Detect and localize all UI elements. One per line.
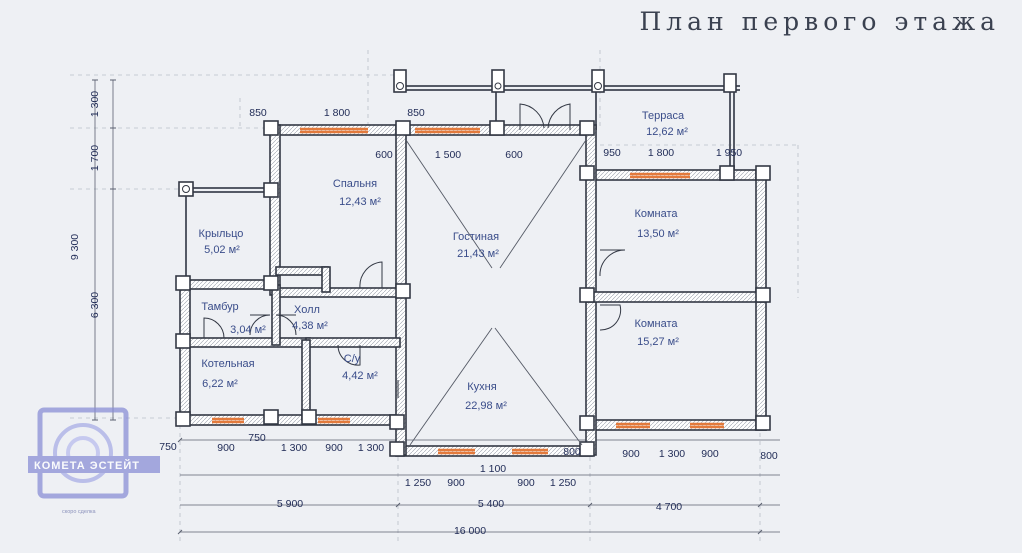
dimension-label: 1 800 — [648, 147, 674, 159]
dimension-label: 900 — [325, 442, 343, 454]
room-area: 12,62 м² — [646, 126, 688, 138]
dimension-label: 1 300 — [358, 442, 384, 454]
room-name: С/у — [344, 353, 361, 365]
bottom-dimensions-row1: 750 900 750 1 300 900 1 300 800 900 1 30… — [159, 432, 778, 462]
post-circles — [182, 82, 602, 193]
room-name: Терраса — [642, 110, 685, 122]
dimension-label: 850 — [249, 107, 267, 119]
dimension-label: 1 950 — [716, 147, 742, 159]
dimension-label: 1 250 — [405, 477, 431, 489]
logo-frame — [37, 407, 129, 499]
dimension-label: 1 300 — [89, 91, 101, 117]
roof-lines — [405, 139, 587, 446]
dimension-lines — [92, 79, 780, 535]
logo-tagline: скоро сделка — [62, 509, 96, 515]
room-name: Холл — [294, 304, 320, 316]
dimension-label: 5 900 — [277, 498, 303, 510]
dimension-label: 1 100 — [480, 463, 506, 475]
dimension-label: 1 700 — [89, 145, 101, 171]
dimension-label: 9 300 — [69, 234, 81, 260]
room-area: 4,42 м² — [342, 370, 378, 382]
total-dimension: 16 000 — [454, 525, 486, 537]
dimension-label: 900 — [517, 477, 535, 489]
dimension-label: 750 — [248, 432, 266, 444]
dimension-label: 4 700 — [656, 501, 682, 513]
room-area: 15,27 м² — [637, 336, 679, 348]
room-area: 13,50 м² — [637, 228, 679, 240]
windows — [212, 127, 724, 455]
room-area: 3,04 м² — [230, 324, 266, 336]
dimension-label: 900 — [701, 448, 719, 460]
dimension-label: 900 — [622, 448, 640, 460]
room-name: Котельная — [201, 358, 254, 370]
dimension-label: 800 — [760, 450, 778, 462]
dimension-label: 5 400 — [478, 498, 504, 510]
room-area: 4,38 м² — [292, 320, 328, 332]
dimension-label: 850 — [407, 107, 425, 119]
dimension-label: 600 — [375, 149, 393, 161]
room-name: Спальня — [333, 178, 377, 190]
logo-name: КОМЕТА ЭСТЕЙТ — [34, 459, 140, 472]
logo-ring — [53, 423, 113, 483]
dimension-label: 950 — [603, 147, 621, 159]
dimension-label: 1 300 — [659, 448, 685, 460]
watermark-logo: КОМЕТА ЭСТЕЙТ скоро сделка — [28, 407, 160, 515]
room-area: 22,98 м² — [465, 400, 507, 412]
plan-title: План первого этажа — [639, 7, 1000, 36]
dimension-label: 1 300 — [281, 442, 307, 454]
dimension-label: 750 — [159, 441, 177, 453]
room-name: Крыльцо — [199, 228, 244, 240]
room-area: 5,02 м² — [204, 244, 240, 256]
dimension-label: 900 — [447, 477, 465, 489]
dimension-label: 6 300 — [89, 292, 101, 318]
room-area: 6,22 м² — [202, 378, 238, 390]
top-dimensions: 850 1 800 850 600 1 500 600 950 1 800 1 … — [249, 107, 742, 161]
dimension-label: 900 — [217, 442, 235, 454]
bottom-dimensions-row2: 1 100 1 250 900 900 1 250 — [405, 463, 576, 489]
terrace-outline — [185, 85, 740, 280]
dimension-label: 1 250 — [550, 477, 576, 489]
room-labels: Терраса 12,62 м² Спальня 12,43 м² Гостин… — [199, 110, 689, 412]
bottom-dimensions-row3: 5 900 5 400 4 700 16 000 — [277, 498, 682, 537]
door-swings — [203, 103, 626, 398]
room-name: Кухня — [467, 381, 496, 393]
dimension-label: 1 800 — [324, 107, 350, 119]
room-name: Гостиная — [453, 231, 499, 243]
room-area: 12,43 м² — [339, 196, 381, 208]
room-name: Тамбур — [201, 301, 238, 313]
room-name: Комната — [634, 318, 678, 330]
logo-banner — [28, 456, 160, 473]
wall-posts — [175, 69, 771, 457]
room-name: Комната — [634, 208, 678, 220]
left-dimensions: 1 300 1 700 9 300 6 300 — [69, 91, 101, 318]
room-area: 21,43 м² — [457, 248, 499, 260]
dimension-label: 600 — [505, 149, 523, 161]
dimension-label: 800 — [563, 446, 581, 458]
dimension-label: 1 500 — [435, 149, 461, 161]
